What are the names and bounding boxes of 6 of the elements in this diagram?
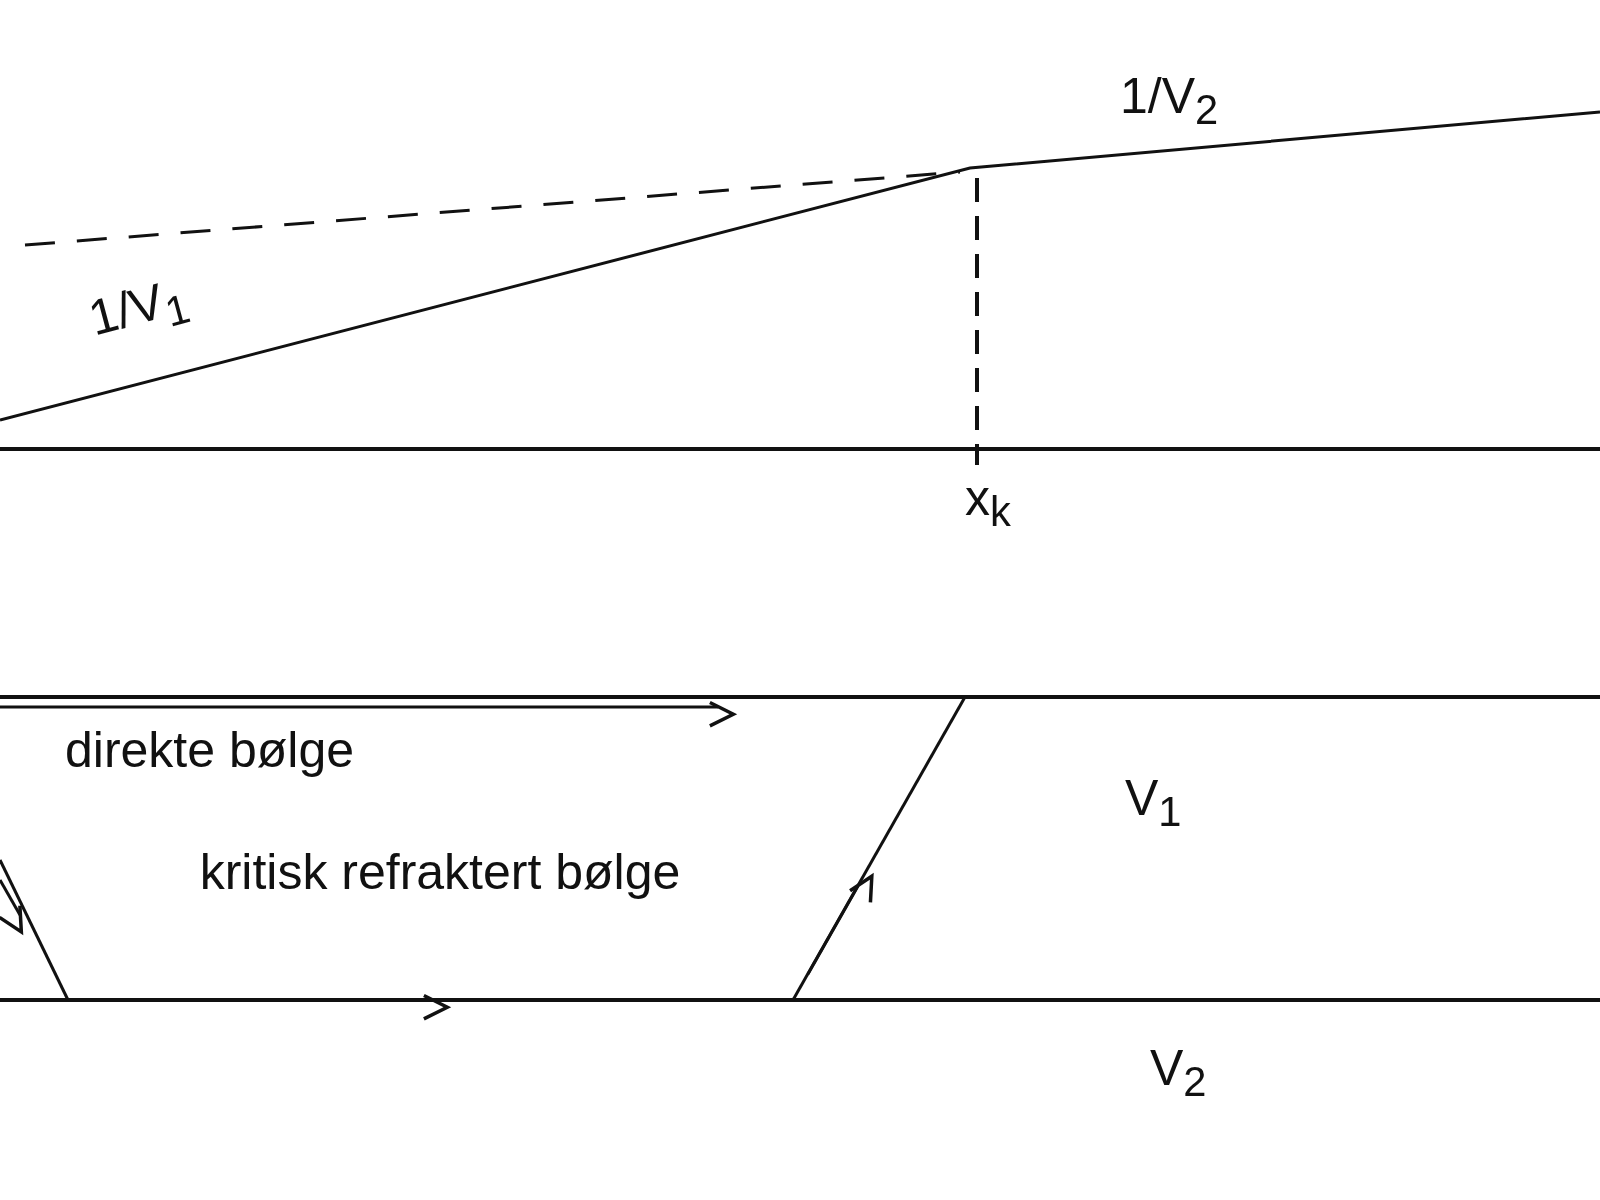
- wave-label: kritisk refraktert bølge: [198, 843, 682, 902]
- axis-label: 1/V$_{2}$: [1120, 68, 1219, 134]
- axis-label: x$_{k}$: [965, 470, 1011, 536]
- layer-label: V$_{1}$: [1125, 770, 1182, 836]
- layer-label: V$_{2}$: [1150, 1040, 1207, 1106]
- wave-label: direkte bølge: [65, 722, 355, 780]
